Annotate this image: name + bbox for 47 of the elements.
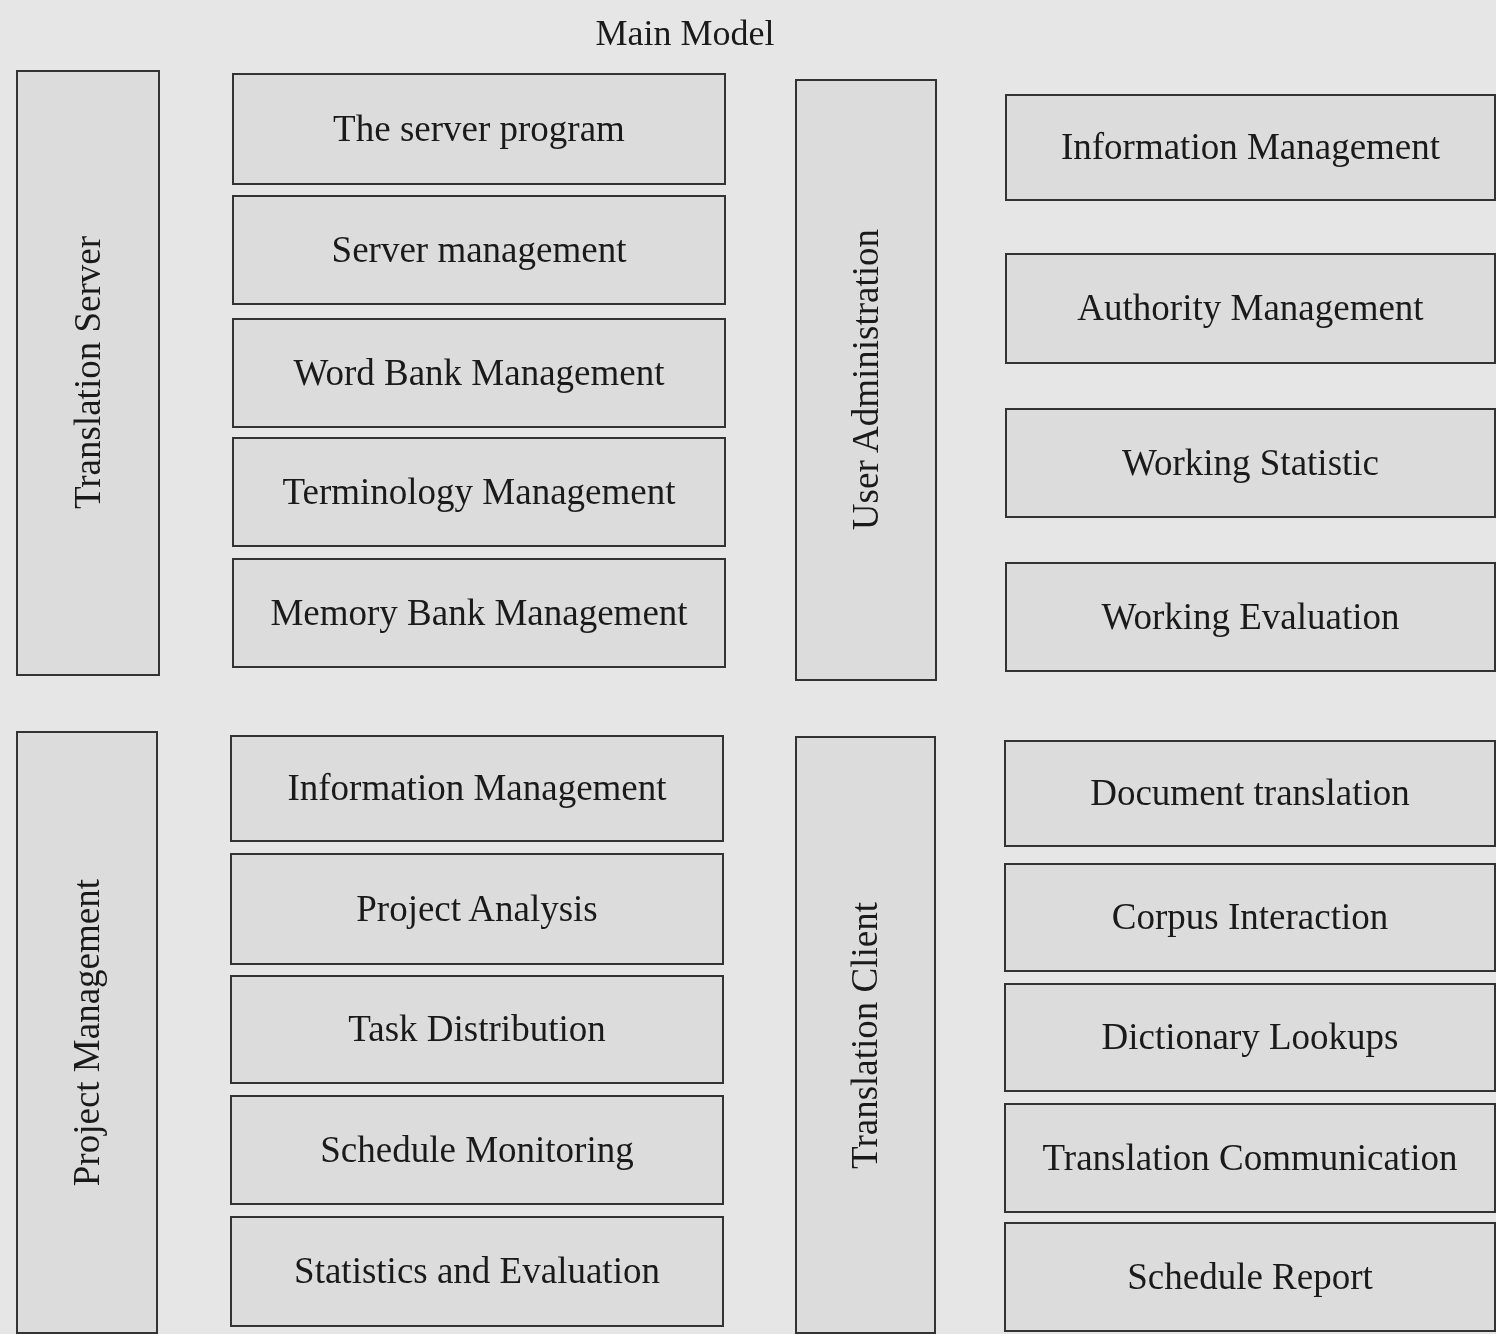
module-label: Terminology Management [281,469,677,514]
module-label: Working Statistic [1121,440,1380,485]
module-box [1004,740,1496,847]
module-label: Statistics and Evaluation [293,1249,661,1294]
diagram-title: Main Model [594,12,776,54]
module-box [1004,1222,1496,1332]
module-label: Schedule Report [1126,1254,1374,1299]
group-panel [795,79,937,681]
module-box [1005,562,1496,672]
module-label: Information Management [286,766,668,811]
module-box [1005,253,1496,364]
module-box [232,195,726,305]
module-label: Authority Management [1076,286,1425,331]
module-label: Project Analysis [355,886,599,931]
group-panel [795,736,936,1334]
module-box [1005,94,1496,201]
module-label: Working Evaluation [1100,594,1401,639]
module-label: Document translation [1089,771,1411,816]
module-box [230,975,724,1084]
module-box [230,1216,724,1327]
group-label: Translation Client [843,901,887,1169]
module-box [232,437,726,547]
group-label: Translation Server [65,236,109,510]
module-box [1005,408,1496,518]
module-box [1004,863,1496,972]
group-label: User Administration [843,229,887,531]
module-label: Task Distribution [347,1007,607,1052]
module-box [230,853,724,965]
module-box [1004,1103,1496,1213]
module-box [232,558,726,668]
group-panel [16,70,160,676]
module-box [1004,983,1496,1092]
module-label: Server management [330,227,628,272]
module-label: The server program [332,106,626,151]
module-box [232,318,726,428]
module-label: Memory Bank Management [269,590,689,635]
module-label: Schedule Monitoring [319,1127,635,1172]
group-label: Project Management [64,878,108,1187]
module-label: Dictionary Lookups [1100,1015,1400,1060]
group-panel [16,731,158,1334]
module-box [232,73,726,185]
module-label: Information Management [1059,125,1442,170]
module-label: Word Bank Management [292,350,666,395]
module-label: Translation Communication [1041,1135,1459,1180]
module-label: Corpus Interaction [1110,895,1390,940]
module-box [230,1095,724,1205]
module-box [230,735,724,842]
